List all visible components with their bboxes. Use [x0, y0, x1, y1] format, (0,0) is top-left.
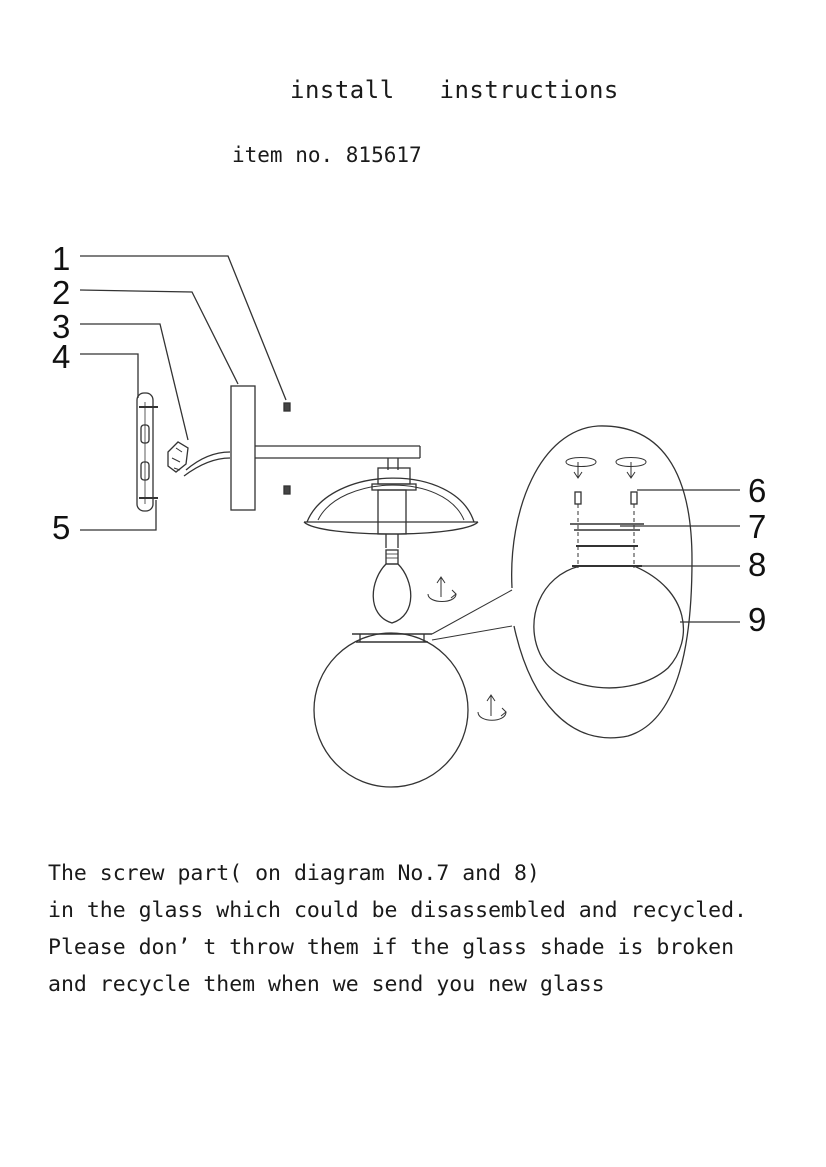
callout-1: 1 — [52, 240, 71, 277]
callout-2: 2 — [52, 274, 71, 311]
recycling-note: The screw part( on diagram No.7 and 8) i… — [48, 855, 808, 1003]
leader-3 — [80, 323, 189, 441]
detail-screw-right — [630, 491, 638, 505]
lamp-socket — [377, 489, 407, 548]
callout-5: 5 — [52, 509, 71, 546]
detail-balloon — [511, 425, 693, 739]
callout-4: 4 — [52, 338, 71, 375]
detail-glass — [533, 565, 685, 689]
leader-1 — [80, 255, 287, 401]
callout-8: 8 — [748, 546, 767, 583]
leader-4 — [80, 353, 139, 398]
screw-top — [283, 402, 291, 412]
detail-rotate-icons — [565, 457, 647, 479]
glass-sphere — [313, 632, 469, 788]
detail-screw-left — [574, 491, 582, 505]
item-number: item no. 815617 — [232, 143, 422, 167]
dome-shade — [303, 467, 479, 535]
leader-2 — [79, 289, 239, 385]
detail-line-top — [431, 589, 513, 635]
callout-3: 3 — [52, 308, 71, 345]
callout-7: 7 — [748, 508, 767, 545]
note-line-3: Please don’ t throw them if the glass sh… — [48, 935, 735, 960]
leader-lines — [79, 255, 740, 623]
note-line-1: The screw part( on diagram No.7 and 8) — [48, 861, 540, 886]
rotate-arrow-icon-2 — [477, 694, 507, 721]
canopy — [230, 385, 256, 511]
rotate-arrow-icon — [427, 576, 457, 602]
lamp-arm — [255, 445, 421, 470]
callout-9: 9 — [748, 601, 767, 638]
mounting-plate — [136, 392, 158, 512]
detail-ring — [570, 523, 644, 531]
detail-line-bottom — [431, 625, 513, 641]
callout-6: 6 — [748, 472, 767, 509]
note-line-4: and recycle them when we send you new gl… — [48, 972, 605, 997]
terminal-block — [167, 441, 231, 477]
light-bulb — [372, 549, 412, 624]
page-title: install instructions — [290, 76, 619, 104]
note-line-2: in the glass which could be disassembled… — [48, 898, 747, 923]
screw-bottom — [283, 485, 291, 495]
leader-5 — [80, 500, 157, 531]
